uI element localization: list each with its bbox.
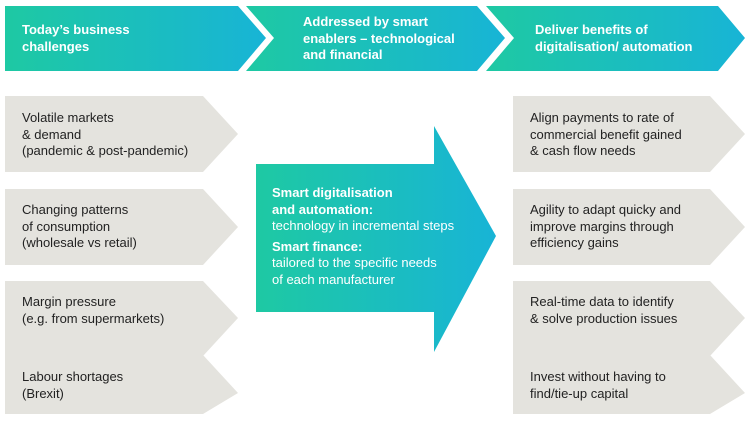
benefit-box-1 <box>513 96 745 172</box>
challenge-text-1: Volatile markets & demand (pandemic & po… <box>22 110 189 158</box>
header-benefits: Deliver benefits of digitalisation/ auto… <box>535 22 693 54</box>
benefit-text-4: Invest without having to find/tie-up cap… <box>530 369 666 401</box>
challenge-text-2: Changing patterns of consumption (wholes… <box>22 202 137 250</box>
header-chevron-benefits <box>486 6 745 71</box>
challenge-box-3 <box>5 281 238 356</box>
digital-body: technology in incremental steps <box>272 218 455 233</box>
benefit-text-1: Align payments to rate of commercial ben… <box>530 110 682 158</box>
benefit-box-2 <box>513 189 745 265</box>
enabler-text: Smart digitalisation and automation: tec… <box>272 185 454 288</box>
header-chevron-challenges <box>5 6 266 71</box>
digital-heading-line-1: Smart digitalisation <box>272 185 393 200</box>
header-challenges: Today’s business challenges <box>22 22 130 54</box>
finance-body-line-1: tailored to the specific needs <box>272 255 437 270</box>
benefit-text-3: Real-time data to identify & solve produ… <box>530 294 678 326</box>
digital-heading-line-2: and automation: <box>272 201 374 217</box>
challenge-box-1 <box>5 96 238 172</box>
enabler-arrow-shape <box>256 126 496 352</box>
challenge-text-4: Labour shortages (Brexit) <box>22 369 124 401</box>
header-enablers: Addressed by smart enablers – technologi… <box>303 14 455 62</box>
benefit-text-2: Agility to adapt quicky and improve marg… <box>530 202 682 250</box>
challenge-text-3: Margin pressure (e.g. from supermarkets) <box>22 294 165 326</box>
challenge-box-2 <box>5 189 238 265</box>
header-chevrons <box>5 6 745 71</box>
challenge-boxes <box>5 96 238 414</box>
enabler-arrow <box>256 126 496 352</box>
benefit-box-4 <box>513 355 745 414</box>
finance-body-line-2: of each manufacturer <box>272 271 395 287</box>
challenge-box-4 <box>5 355 238 414</box>
finance-heading: Smart finance: <box>272 238 363 254</box>
benefit-boxes <box>513 96 745 414</box>
benefit-box-3 <box>513 281 745 356</box>
header-chevron-enablers <box>246 6 505 71</box>
